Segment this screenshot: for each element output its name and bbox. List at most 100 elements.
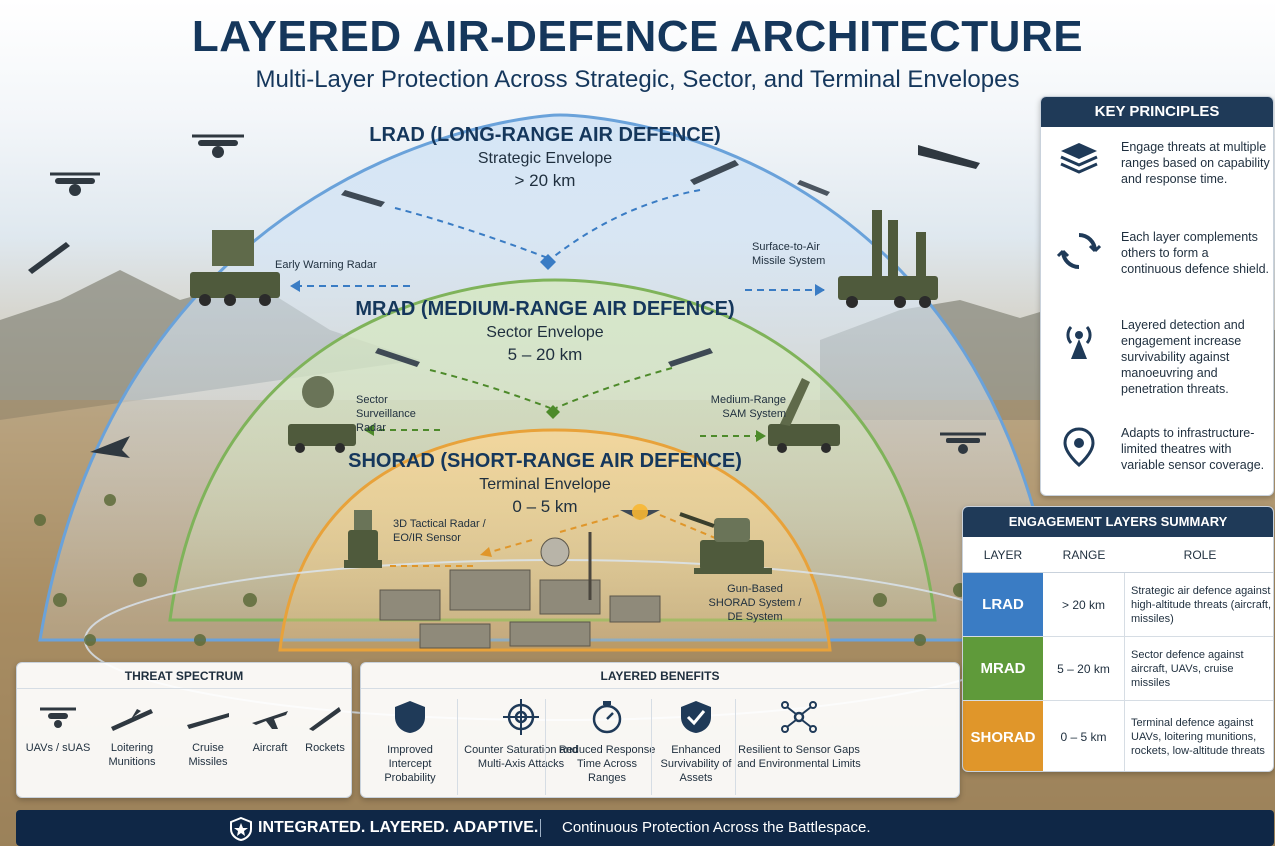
diagram-title: LAYERED AIR-DEFENCE ARCHITECTURE (191, 12, 1084, 61)
benefit-label: Counter Saturation and Multi-Axis Attack… (464, 744, 578, 770)
mrad-name: MRAD (MEDIUM-RANGE AIR DEFENCE) (355, 298, 735, 320)
key-principles-title: KEY PRINCIPLES (1041, 97, 1273, 127)
threat-label: Loitering Munitions (108, 742, 156, 768)
lrad-label: LRAD (LONG-RANGE AIR DEFENCE) Strategic … (330, 124, 760, 191)
threat-item: Rockets (297, 703, 353, 755)
threat-label: Aircraft (252, 742, 288, 754)
table-row: LRAD > 20 km Strategic air defence again… (963, 573, 1273, 637)
threat-label: UAVs / sUAS (25, 742, 91, 754)
role-cell: Terminal defence against UAVs, loitering… (1131, 717, 1265, 757)
medium-sam-label: Medium-Range SAM System (710, 394, 786, 420)
gun-shorad-unit (679, 512, 772, 574)
rocket-icon (309, 707, 341, 731)
key-principles-panel: KEY PRINCIPLES Engage threats at multipl… (1040, 96, 1274, 496)
defended-base (379, 532, 661, 649)
benefit-label: Resilient to Sensor Gaps and Environment… (737, 744, 861, 770)
engagement-summary-table: ENGAGEMENT LAYERS SUMMARY LAYER RANGE RO… (962, 506, 1274, 772)
range-cell: 0 – 5 km (1043, 701, 1125, 771)
cruise-missile-far-right (797, 180, 830, 196)
lrad-threats (290, 160, 830, 296)
shorad-name: SHORAD (SHORT-RANGE AIR DEFENCE) (348, 450, 742, 472)
benefit-item: Resilient to Sensor Gaps and Environment… (737, 699, 861, 771)
layers-icon (1060, 143, 1098, 174)
missile-left (341, 190, 385, 207)
lrad-range: > 20 km (514, 171, 576, 190)
column-header-range: RANGE (1062, 548, 1106, 562)
divider (545, 699, 546, 795)
footer-divider (540, 819, 541, 837)
drone-top-center-left (192, 134, 244, 158)
footer-statement: Continuous Protection Across the Battles… (562, 819, 871, 836)
table-row: SHORAD 0 – 5 km Terminal defence against… (963, 701, 1273, 771)
mrad-label: MRAD (MEDIUM-RANGE AIR DEFENCE) Sector E… (330, 298, 760, 365)
layered-benefits-title: LAYERED BENEFITS (361, 663, 959, 689)
threat-spectrum-title: THREAT SPECTRUM (17, 663, 351, 689)
role-cell: Sector defence against aircraft, UAVs, c… (1131, 648, 1244, 689)
range-cell: 5 – 20 km (1043, 637, 1125, 700)
column-header-layer: LAYER (983, 548, 1023, 562)
drone-right (940, 432, 986, 454)
threat-item: Cruise Missiles (175, 703, 241, 769)
benefit-label: Enhanced Survivability of Assets (660, 744, 732, 784)
threat-item: Loitering Munitions (97, 703, 167, 769)
footer-banner: INTEGRATED. LAYERED. ADAPTIVE. Continuou… (16, 810, 1274, 846)
benefit-item: Reduced Response Time Across Ranges (557, 699, 657, 785)
principle-text: Layered detection and engagement increas… (1121, 318, 1245, 396)
shorad-label: SHORAD (SHORT-RANGE AIR DEFENCE) Termina… (330, 450, 760, 517)
early-warning-radar-vehicle (190, 230, 280, 306)
benefit-item: Counter Saturation and Multi-Axis Attack… (461, 699, 581, 771)
footer-tagline: INTEGRATED. LAYERED. ADAPTIVE. (258, 819, 539, 836)
threat-item: UAVs / sUAS (23, 703, 93, 755)
cruise-missile-icon (187, 713, 229, 729)
network-icon (781, 701, 817, 733)
principle-text: Adapts to infrastructure-limited theatre… (1121, 426, 1265, 472)
gun-shorad-label: Gun-Based SHORAD System / DE System (708, 583, 802, 623)
engagement-summary-title: ENGAGEMENT LAYERS SUMMARY (963, 507, 1273, 537)
benefit-label: Reduced Response Time Across Ranges (558, 744, 656, 784)
stopwatch-icon (592, 701, 622, 734)
lrad-name: LRAD (LONG-RANGE AIR DEFENCE) (369, 124, 721, 146)
layer-cell: LRAD (963, 573, 1043, 636)
column-header-role: ROLE (1183, 548, 1217, 562)
mrad-envelope-label: Sector Envelope (486, 324, 604, 341)
radar-signal-icon (1066, 326, 1092, 359)
table-row: MRAD 5 – 20 km Sector defence against ai… (963, 637, 1273, 701)
divider (651, 699, 652, 795)
aircraft-icon (252, 711, 288, 729)
tactical-radar-unit (344, 510, 382, 568)
layer-cell: MRAD (963, 637, 1043, 700)
shield-icon (395, 701, 425, 733)
drone-top-left (50, 172, 100, 196)
sam-system-label: Surface-to-Air Missile System (752, 241, 826, 267)
divider (457, 699, 458, 795)
range-cell: > 20 km (1043, 573, 1125, 636)
aircraft-top-right (918, 145, 980, 169)
benefit-label: Improved Intercept Probability (384, 744, 436, 784)
sector-radar-label: Sector Surveillance Radar (356, 394, 416, 434)
lrad-envelope-label: Strategic Envelope (477, 150, 613, 167)
shorad-range: 0 – 5 km (512, 497, 578, 516)
threat-label: Cruise Missiles (188, 742, 228, 768)
crosshair-icon (503, 699, 539, 735)
outer-threats (28, 134, 986, 458)
rocket-left (28, 242, 70, 274)
sam-launcher-vehicle (838, 210, 938, 308)
drone-icon (40, 707, 76, 728)
table-header: LAYER RANGE ROLE (963, 537, 1273, 573)
shield-emblem-icon (230, 817, 252, 841)
layer-cell: SHORAD (963, 701, 1043, 771)
medium-sam-vehicle (768, 378, 840, 453)
missile-right (690, 160, 739, 185)
shield-check-icon (681, 701, 711, 733)
cycle-icon (1057, 233, 1101, 269)
mrad-range: 5 – 20 km (507, 345, 583, 364)
threat-item: Aircraft (241, 703, 299, 755)
loitering-munition-icon (111, 709, 153, 731)
early-warning-radar-label: Early Warning Radar (275, 259, 377, 271)
role-cell: Strategic air defence against high-altit… (1131, 584, 1272, 625)
tactical-radar-label: 3D Tactical Radar / EO/IR Sensor (393, 518, 486, 544)
layered-benefits-panel: LAYERED BENEFITS Improved Intercept Prob… (360, 662, 960, 798)
shorad-threats (390, 504, 721, 567)
sector-radar-vehicle (288, 376, 356, 453)
